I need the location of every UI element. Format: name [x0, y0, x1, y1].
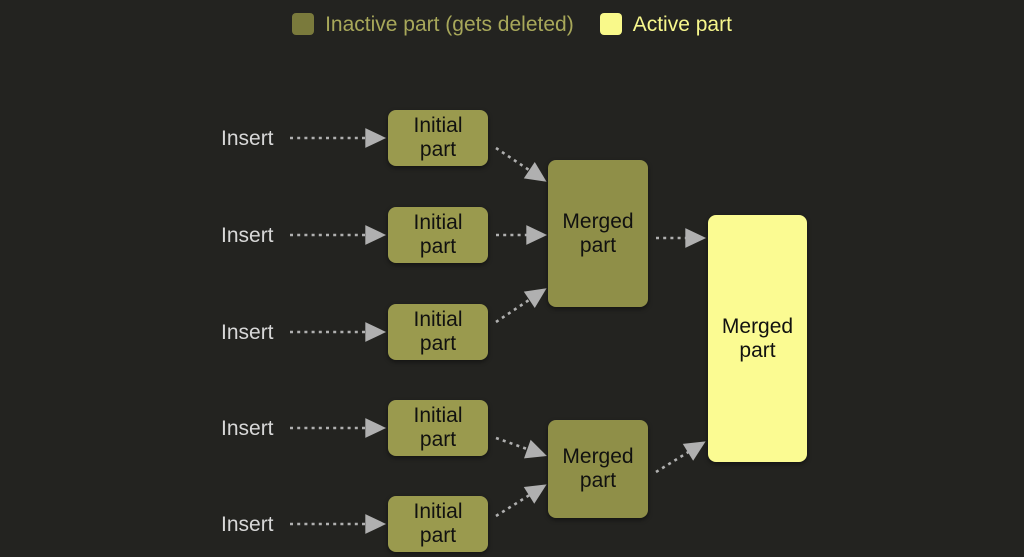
legend-item-inactive: Inactive part (gets deleted) — [292, 13, 574, 35]
node-initial-part-4: Initial part — [388, 400, 488, 456]
legend-label-active: Active part — [632, 12, 732, 36]
legend-item-active: Active part — [599, 12, 732, 36]
arrow-initial-4-to-merged-inactive-2 — [495, 436, 547, 459]
legend-swatch-inactive-icon — [292, 13, 315, 35]
legend-swatch-active-icon — [599, 13, 622, 35]
node-initial-part-2: Initial part — [388, 207, 488, 263]
insert-label-5: Insert — [221, 513, 274, 536]
node-initial-part-3: Initial part — [388, 304, 488, 360]
node-initial-part-1: Initial part — [388, 110, 488, 166]
node-initial-part-5: Initial part — [388, 496, 488, 552]
arrow-initial-3-to-merged-inactive-1 — [495, 288, 547, 324]
insert-label-1: Insert — [221, 127, 274, 150]
arrow-merged-inactive-2-to-merged-active-1 — [655, 441, 706, 474]
legend-label-inactive: Inactive part (gets deleted) — [325, 12, 574, 36]
insert-label-4: Insert — [221, 417, 274, 440]
node-merged-part-active-1: Merged part — [708, 215, 807, 462]
legend: Inactive part (gets deleted) Active part — [0, 0, 1024, 48]
arrow-initial-1-to-merged-inactive-1 — [495, 146, 547, 182]
insert-label-2: Insert — [221, 224, 274, 247]
node-merged-part-inactive-2: Merged part — [548, 420, 648, 518]
arrow-initial-5-to-merged-inactive-2 — [495, 484, 547, 518]
insert-label-3: Insert — [221, 321, 274, 344]
node-merged-part-inactive-1: Merged part — [548, 160, 648, 307]
